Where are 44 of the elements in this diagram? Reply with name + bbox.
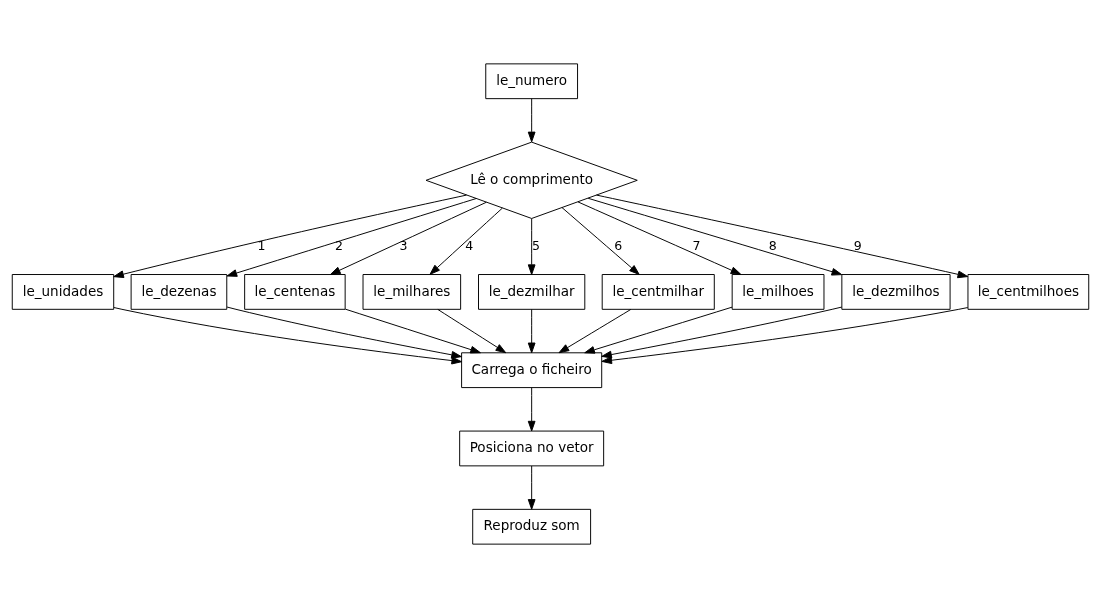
edge-label: 7 <box>692 237 701 253</box>
arrow <box>601 306 843 358</box>
arrow <box>596 194 969 278</box>
node-box: le_milhares <box>362 273 462 310</box>
arrow <box>344 308 481 353</box>
node-box: le_centmilhoes <box>967 273 1090 310</box>
arrow <box>561 206 640 275</box>
arrow <box>527 217 536 275</box>
node-box: Reproduz som <box>472 508 592 545</box>
arrow <box>558 308 632 353</box>
edge-label: 6 <box>614 237 623 253</box>
arrow <box>429 207 503 275</box>
node-box: le_centmilhar <box>601 273 715 310</box>
arrow <box>437 308 507 353</box>
node-diamond: Lê o comprimento <box>425 141 638 219</box>
edge-label: 2 <box>334 237 343 253</box>
node-box: le_dezmilhar <box>478 273 586 310</box>
node-box: le_unidades <box>11 273 115 310</box>
edge-label: 9 <box>853 237 862 253</box>
arrow <box>226 197 477 277</box>
arrow <box>226 306 462 359</box>
node-box: Carrega o ficheiro <box>461 351 603 388</box>
edge-label: 5 <box>532 237 540 253</box>
edge-label: 1 <box>257 237 266 253</box>
node-box: Posiciona no vetor <box>459 430 605 466</box>
arrow <box>113 306 463 364</box>
node-box: le_milhoes <box>731 273 825 310</box>
arrow <box>587 197 843 276</box>
arrow <box>527 386 536 431</box>
node-box: le_centenas <box>244 273 346 310</box>
arrow <box>584 306 733 354</box>
node-box: le_numero <box>485 62 579 99</box>
arrow <box>527 308 536 353</box>
arrow <box>601 306 969 364</box>
node-box: le_dezmilhos <box>841 273 951 310</box>
edge-label: 4 <box>465 237 474 253</box>
node-box: le_dezenas <box>130 273 228 310</box>
edge-label: 3 <box>399 237 408 253</box>
arrow <box>577 200 742 275</box>
arrow <box>330 201 487 275</box>
arrow <box>113 194 467 278</box>
arrow <box>527 465 536 510</box>
arrow <box>527 97 536 142</box>
edge-label: 8 <box>768 237 777 253</box>
